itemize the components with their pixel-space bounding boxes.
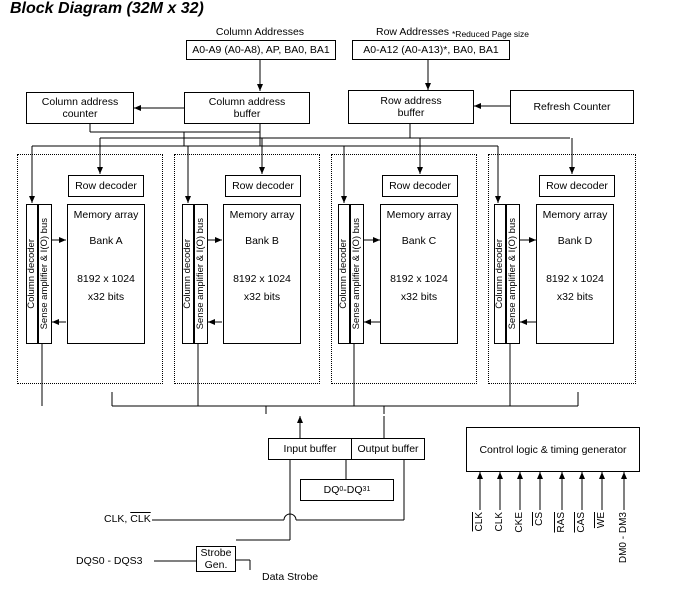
diagram-title: Block Diagram (32M x 32)	[10, 0, 204, 17]
pin-cke: CKE	[514, 512, 525, 533]
data-strobe-label: Data Strobe	[262, 571, 319, 583]
row-addresses-label: Row Addresses	[376, 26, 449, 38]
pin-ras: RAS	[556, 512, 567, 533]
dq-sub1: 31	[362, 486, 371, 493]
bank-d-row-decoder: Row decoder	[539, 175, 615, 197]
column-address-buffer: Column address buffer	[184, 92, 310, 124]
pin-we-label: WE	[596, 512, 607, 529]
bank-b-column-decoder: Column decoder	[182, 204, 194, 344]
bank-c-column-decoder-label: Column decoder	[338, 239, 349, 309]
bank-a-memory-array: Memory array Bank A 8192 x 1024 x32 bits	[67, 204, 145, 344]
bank-label: Bank D	[557, 235, 593, 247]
bank-width: x32 bits	[87, 291, 125, 303]
bank-b-column-decoder-label: Column decoder	[182, 239, 193, 309]
pin-dm: DM0 - DM3	[618, 512, 629, 564]
pin-cas: CAS	[576, 512, 587, 533]
clk-label: CLK, CLK	[104, 513, 151, 525]
bank-c-memory-array: Memory array Bank C 8192 x 1024 x32 bits	[380, 204, 458, 344]
bank-a-sense-amplifier-label: Sense amplifier & I(O) bus	[39, 218, 50, 330]
column-addresses-signals: A0-A9 (A0-A8), AP, BA0, BA1	[186, 40, 336, 60]
dq-prefix: DQ	[323, 484, 340, 496]
pin-clk-bar-label: CLK	[474, 512, 485, 532]
bank-c-column-decoder: Column decoder	[338, 204, 350, 344]
bank-b-row-decoder: Row decoder	[225, 175, 301, 197]
bank-d-sense-amplifier: Sense amplifier & I(O) bus	[506, 204, 520, 344]
bank-size: 8192 x 1024	[233, 273, 291, 285]
dqs-label: DQS0 - DQS3	[76, 555, 143, 567]
bank-b-sense-amplifier: Sense amplifier & I(O) bus	[194, 204, 208, 344]
dq-sub0: 0	[339, 486, 344, 493]
control-logic: Control logic & timing generator	[466, 427, 640, 472]
dq-mid: -DQ	[343, 484, 363, 496]
bank-width: x32 bits	[400, 291, 438, 303]
clk-text: CLK,	[104, 513, 131, 525]
strobe-gen: Strobe Gen.	[196, 546, 236, 572]
bank-d-memory-array: Memory array Bank D 8192 x 1024 x32 bits	[536, 204, 614, 344]
bank-label: Bank C	[401, 235, 437, 247]
bank-a-column-decoder: Column decoder	[26, 204, 38, 344]
bank-d-sense-amplifier-label: Sense amplifier & I(O) bus	[507, 218, 518, 330]
clk-bar-text: CLK	[130, 513, 151, 525]
bank-a-sense-amplifier: Sense amplifier & I(O) bus	[38, 204, 52, 344]
bank-a-column-decoder-label: Column decoder	[26, 239, 37, 309]
column-address-counter: Column address counter	[26, 92, 134, 124]
bank-a-row-decoder: Row decoder	[68, 175, 144, 197]
output-buffer: Output buffer	[351, 438, 425, 460]
bank-c-row-decoder: Row decoder	[382, 175, 458, 197]
pin-cs: CS	[534, 512, 545, 526]
bank-size: 8192 x 1024	[546, 273, 604, 285]
pin-cs-label: CS	[534, 512, 545, 526]
refresh-counter: Refresh Counter	[510, 90, 634, 124]
bank-size: 8192 x 1024	[390, 273, 448, 285]
pin-clk-bar: CLK	[474, 512, 485, 531]
reduced-page-note: *Reduced Page size	[452, 29, 530, 39]
bank-d-column-decoder-label: Column decoder	[494, 239, 505, 309]
bank-a-region	[17, 154, 163, 384]
bank-c-region	[331, 154, 477, 384]
bank-width: x32 bits	[556, 291, 594, 303]
input-buffer: Input buffer	[268, 438, 352, 460]
row-address-buffer: Row address buffer	[348, 90, 474, 124]
bank-label: Bank B	[245, 235, 279, 247]
bank-c-sense-amplifier: Sense amplifier & I(O) bus	[350, 204, 364, 344]
bank-d-column-decoder: Column decoder	[494, 204, 506, 344]
bank-b-region	[174, 154, 320, 384]
bank-d-region	[488, 154, 636, 384]
bank-label: Bank A	[89, 235, 123, 247]
bank-size: 8192 x 1024	[77, 273, 135, 285]
bank-b-sense-amplifier-label: Sense amplifier & I(O) bus	[195, 218, 206, 330]
bank-b-memory-array: Memory array Bank B 8192 x 1024 x32 bits	[223, 204, 301, 344]
column-addresses-label: Column Addresses	[215, 26, 305, 38]
row-addresses-signals: A0-A12 (A0-A13)*, BA0, BA1	[352, 40, 510, 60]
bank-c-sense-amplifier-label: Sense amplifier & I(O) bus	[351, 218, 362, 330]
memory-array-label: Memory array	[386, 209, 452, 221]
bank-width: x32 bits	[243, 291, 281, 303]
pin-we: WE	[596, 512, 607, 528]
memory-array-label: Memory array	[229, 209, 295, 221]
pin-ras-label: RAS	[556, 512, 567, 533]
pin-cas-label: CAS	[576, 512, 587, 533]
memory-array-label: Memory array	[73, 209, 139, 221]
pin-clk: CLK	[494, 512, 505, 532]
memory-array-label: Memory array	[542, 209, 608, 221]
